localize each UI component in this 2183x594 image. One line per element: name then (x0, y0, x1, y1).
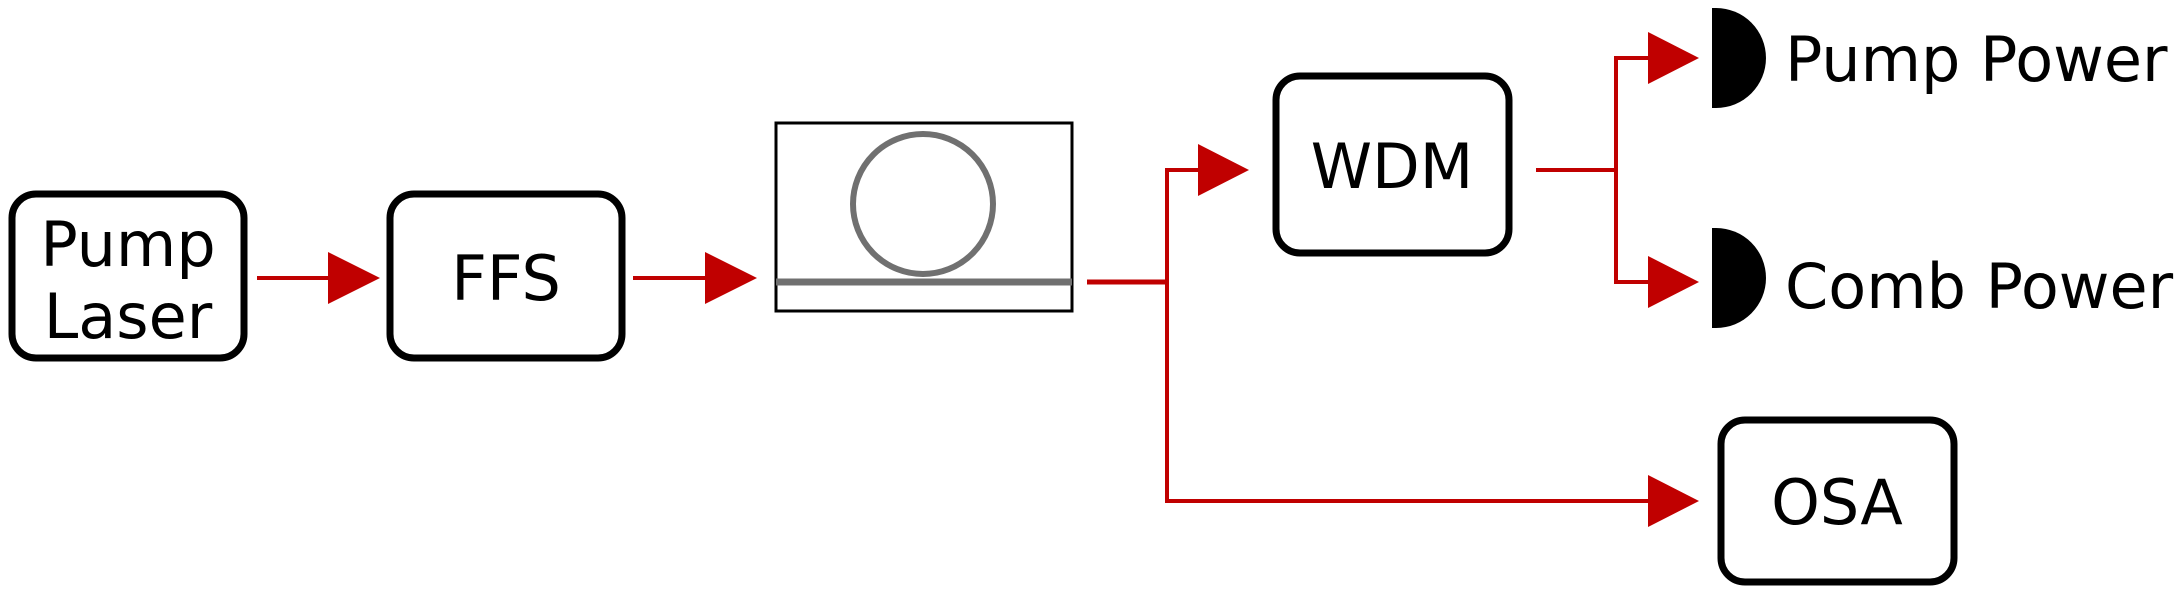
comb-power-label: Comb Power (1785, 250, 2174, 323)
pump-power-detector: Pump Power (1712, 8, 2168, 108)
microresonator-chip (774, 121, 1074, 313)
pump-power-photodiode-icon (1712, 8, 1766, 108)
fiber-to-osa (1165, 282, 1655, 503)
ffs-block: FFS (386, 190, 626, 362)
osa-block: OSA (1717, 416, 1958, 586)
arrow-ffs-to-chip (633, 252, 757, 304)
wdm-box (1272, 72, 1513, 257)
wdm-label: WDM (1311, 130, 1474, 203)
pump-laser-box (8, 190, 248, 362)
arrow-laser-to-ffs (257, 252, 380, 304)
pump-laser-label-line2: Laser (44, 280, 213, 353)
pump-laser-label-line1: Pump (40, 208, 215, 281)
comb-power-photodiode-icon (1712, 228, 1766, 328)
arrowhead-to-pump-power (1648, 32, 1699, 84)
arrowhead-laser-to-ffs (328, 252, 380, 304)
fiber-to-wdm (1165, 168, 1205, 282)
wdm-output-split (1536, 32, 1699, 308)
arrowhead-to-wdm (1198, 144, 1249, 196)
ffs-box (386, 190, 626, 362)
arrowhead-to-osa (1648, 475, 1699, 527)
chip-output-split (1087, 144, 1699, 527)
arrowhead-to-comb-power (1648, 256, 1699, 308)
fiber-to-pump-power (1614, 56, 1655, 170)
ffs-label: FFS (451, 242, 561, 315)
osa-label: OSA (1771, 466, 1903, 539)
fiber-to-comb-power (1614, 170, 1655, 284)
wdm-block: WDM (1272, 72, 1513, 257)
arrowhead-ffs-to-chip (705, 252, 757, 304)
pump-laser-block: Pump Laser (8, 190, 248, 362)
osa-box (1717, 416, 1958, 586)
ring-resonator (850, 131, 996, 277)
comb-power-detector: Comb Power (1712, 228, 2174, 328)
pump-power-label: Pump Power (1785, 23, 2168, 96)
